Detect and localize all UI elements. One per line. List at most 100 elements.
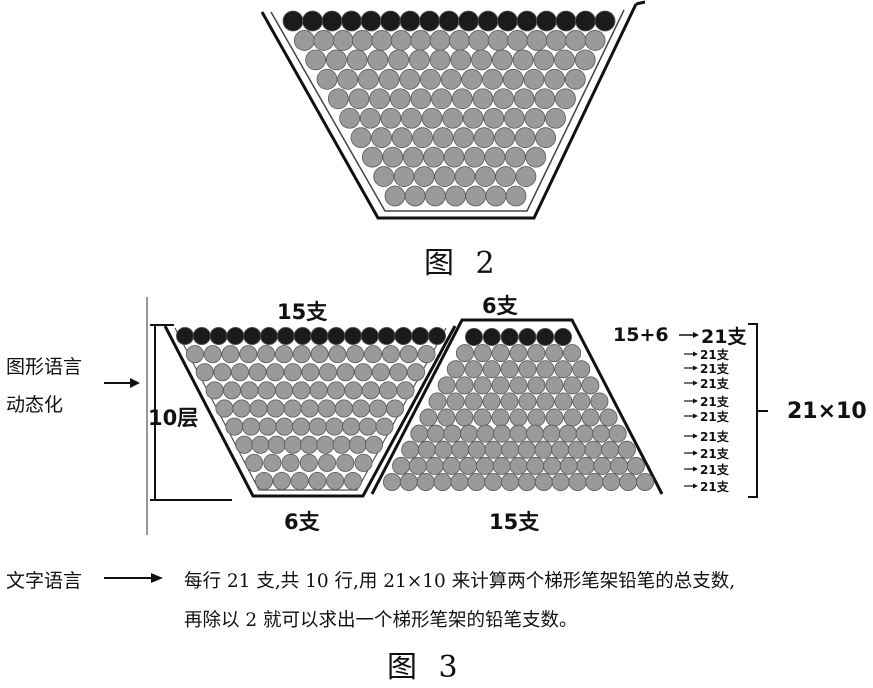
pencil-dark xyxy=(419,10,440,32)
pencil xyxy=(517,440,536,459)
pencil xyxy=(455,408,474,427)
figure2-inner-frame xyxy=(270,9,625,212)
row-arrow-head xyxy=(693,365,698,371)
pencil xyxy=(543,456,562,475)
pencil xyxy=(348,435,367,454)
pencil xyxy=(401,107,422,129)
pencil xyxy=(305,49,327,71)
right-trapezoid-pencils xyxy=(382,327,655,491)
pencil xyxy=(317,399,336,418)
pencil xyxy=(461,68,483,90)
pencil xyxy=(443,146,465,168)
right-top-count: 6支 xyxy=(482,294,518,318)
pencil xyxy=(502,68,524,90)
pencil xyxy=(371,127,392,149)
left-trapezoid-pencils xyxy=(175,326,446,490)
pencil xyxy=(290,471,309,490)
pencil xyxy=(337,68,359,90)
product-label: 21×10 xyxy=(787,399,867,424)
pencil xyxy=(459,456,478,475)
pencil xyxy=(572,392,591,411)
pencil xyxy=(464,146,485,168)
pencil xyxy=(451,88,473,110)
pencil xyxy=(437,376,456,395)
pencil-dark xyxy=(482,327,501,346)
pencil xyxy=(565,30,587,51)
pencil xyxy=(509,456,528,475)
first-row-total: 21支 xyxy=(701,326,747,348)
pencil xyxy=(399,68,421,90)
row-label: 21支 xyxy=(700,395,729,409)
pencil-dark xyxy=(360,10,382,32)
pencil-dark xyxy=(575,10,596,32)
right-trapezoid-frame xyxy=(370,318,664,495)
pencil xyxy=(417,440,436,459)
pencil xyxy=(371,363,390,382)
pencil-dark xyxy=(243,326,262,345)
pencil xyxy=(509,424,528,443)
pencil xyxy=(404,185,426,207)
pencil xyxy=(352,30,373,51)
pencil xyxy=(559,424,578,443)
pencil xyxy=(584,30,606,51)
pencil xyxy=(399,345,418,364)
pencil xyxy=(281,453,300,472)
row-label: 21支 xyxy=(700,410,729,424)
pencil xyxy=(453,127,474,149)
pencil xyxy=(357,68,379,90)
pencil xyxy=(495,166,516,187)
pencil xyxy=(318,363,337,382)
pencil xyxy=(423,146,445,168)
first-row-note: 15+6 xyxy=(613,324,669,346)
pencil xyxy=(536,392,555,411)
pencil xyxy=(310,345,329,364)
figure2-pencils xyxy=(282,10,616,207)
pencil xyxy=(401,440,420,459)
pencil xyxy=(493,88,514,110)
pencil xyxy=(421,107,443,129)
pencil xyxy=(225,417,244,436)
pencil xyxy=(327,88,349,110)
pencil xyxy=(568,472,587,491)
pencil xyxy=(354,363,373,382)
pencil xyxy=(563,408,582,427)
row-arrow-head xyxy=(693,466,698,472)
pencil xyxy=(434,440,453,459)
pencil xyxy=(358,417,377,436)
pencil xyxy=(326,471,345,490)
pencil-dark xyxy=(259,326,278,345)
pencil xyxy=(501,472,520,491)
pencil-dark xyxy=(293,326,312,345)
pencil-dark xyxy=(380,10,401,32)
pencil xyxy=(361,146,383,168)
pencil xyxy=(437,408,456,427)
pencil xyxy=(434,166,456,187)
pencil xyxy=(431,88,452,110)
pencil xyxy=(382,472,401,491)
pencil xyxy=(410,88,432,110)
pencil xyxy=(555,88,576,110)
pencil xyxy=(185,345,204,364)
pencil xyxy=(361,381,380,400)
pencil xyxy=(213,363,232,382)
side-label: 图形语言 动态化 xyxy=(6,356,83,416)
side-label-arrow-head xyxy=(130,378,140,388)
text-language-label: 文字语言 xyxy=(6,570,83,592)
row-arrow-head xyxy=(693,351,698,357)
pencil xyxy=(563,344,582,363)
pencil xyxy=(283,435,302,454)
pencil xyxy=(266,363,285,382)
pencil xyxy=(472,88,494,110)
pencil xyxy=(491,49,513,71)
pencil xyxy=(601,440,620,459)
pencil xyxy=(492,456,511,475)
row-label: 21支 xyxy=(700,362,729,376)
pencil xyxy=(455,376,474,395)
pencil xyxy=(326,49,347,71)
pencil xyxy=(636,472,655,491)
pencil-dark xyxy=(175,326,194,345)
pencil xyxy=(393,166,415,187)
pencil xyxy=(446,360,465,379)
row-arrow-head xyxy=(693,380,698,386)
